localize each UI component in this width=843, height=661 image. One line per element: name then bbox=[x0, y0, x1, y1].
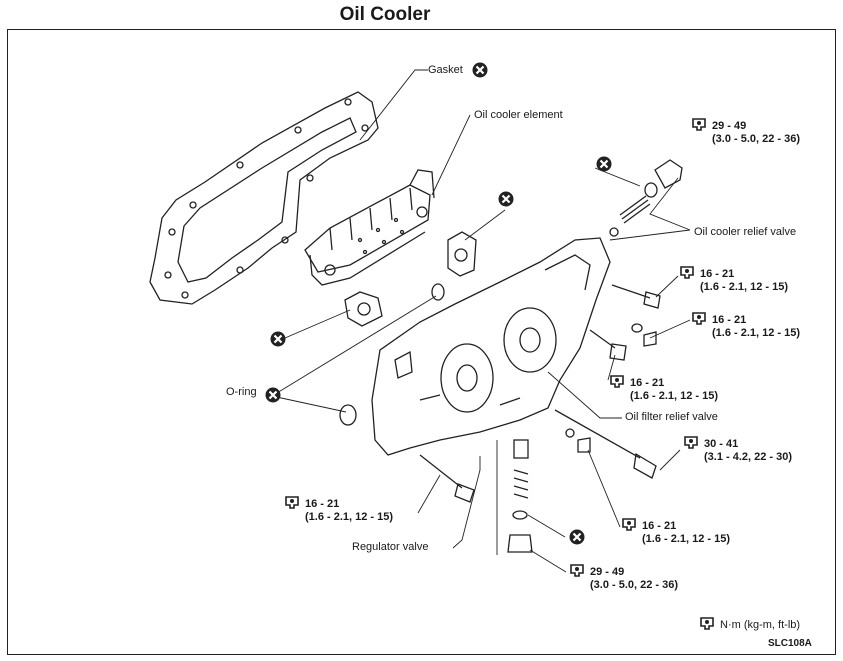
page-title: Oil Cooler bbox=[339, 4, 431, 25]
torque-wrench-icon bbox=[700, 617, 714, 630]
diagram-frame bbox=[7, 29, 836, 655]
oil-cooler-element-label: Oil cooler element bbox=[474, 109, 563, 121]
bolt-c bbox=[554, 409, 657, 479]
adapter-gasket bbox=[344, 291, 383, 327]
torque-spec: 29 - 49 (3.0 - 5.0, 22 - 36) bbox=[692, 118, 800, 146]
torque-wrench-icon bbox=[285, 496, 299, 509]
bolt-b bbox=[589, 329, 627, 361]
do-not-reuse-icon bbox=[569, 529, 585, 545]
nut-b bbox=[577, 437, 591, 453]
do-not-reuse-icon bbox=[472, 62, 488, 78]
o-ring-label: O-ring bbox=[226, 386, 257, 398]
torque-wrench-icon bbox=[610, 375, 624, 388]
o-ring-lower bbox=[339, 404, 357, 426]
do-not-reuse-icon bbox=[270, 331, 286, 347]
do-not-reuse-icon bbox=[596, 156, 612, 172]
torque-wrench-icon bbox=[692, 312, 706, 325]
oil-filter-relief-valve-label: Oil filter relief valve bbox=[625, 411, 718, 423]
torque-spec: 16 - 21 (1.6 - 2.1, 12 - 15) bbox=[692, 312, 800, 340]
do-not-reuse-icon bbox=[265, 387, 281, 403]
torque-spec: 30 - 41 (3.1 - 4.2, 22 - 30) bbox=[684, 436, 792, 464]
regulator-valve-label: Regulator valve bbox=[352, 541, 429, 553]
torque-wrench-icon bbox=[692, 118, 706, 131]
leader-lines bbox=[271, 69, 691, 573]
gasket-label: Gasket bbox=[428, 64, 463, 76]
bolt-d bbox=[419, 454, 475, 503]
torque-wrench-icon bbox=[622, 518, 636, 531]
oil-cooler-relief-valve-part bbox=[609, 159, 683, 237]
cooler-gasket-small bbox=[447, 231, 477, 277]
gasket-part bbox=[149, 91, 379, 305]
bolt-a bbox=[611, 284, 661, 309]
oil-cooler-element-part bbox=[304, 169, 435, 286]
torque-legend: N·m (kg-m, ft-lb) bbox=[700, 617, 800, 632]
torque-spec: 29 - 49 (3.0 - 5.0, 22 - 36) bbox=[570, 564, 678, 592]
torque-wrench-icon bbox=[680, 266, 694, 279]
torque-spec: 16 - 21 (1.6 - 2.1, 12 - 15) bbox=[610, 375, 718, 403]
oil-cooler-relief-valve-label: Oil cooler relief valve bbox=[694, 226, 797, 238]
torque-spec: 16 - 21 (1.6 - 2.1, 12 - 15) bbox=[622, 518, 730, 546]
regulator-valve-part bbox=[507, 439, 533, 553]
oil-cooler-housing-part bbox=[371, 237, 611, 456]
o-ring-upper bbox=[431, 283, 445, 301]
torque-wrench-icon bbox=[684, 436, 698, 449]
nut-a bbox=[643, 331, 657, 347]
figure-code: SLC108A bbox=[768, 638, 812, 649]
torque-spec: 16 - 21 (1.6 - 2.1, 12 - 15) bbox=[285, 496, 393, 524]
torque-wrench-icon bbox=[570, 564, 584, 577]
torque-spec: 16 - 21 (1.6 - 2.1, 12 - 15) bbox=[680, 266, 788, 294]
do-not-reuse-icon bbox=[498, 191, 514, 207]
